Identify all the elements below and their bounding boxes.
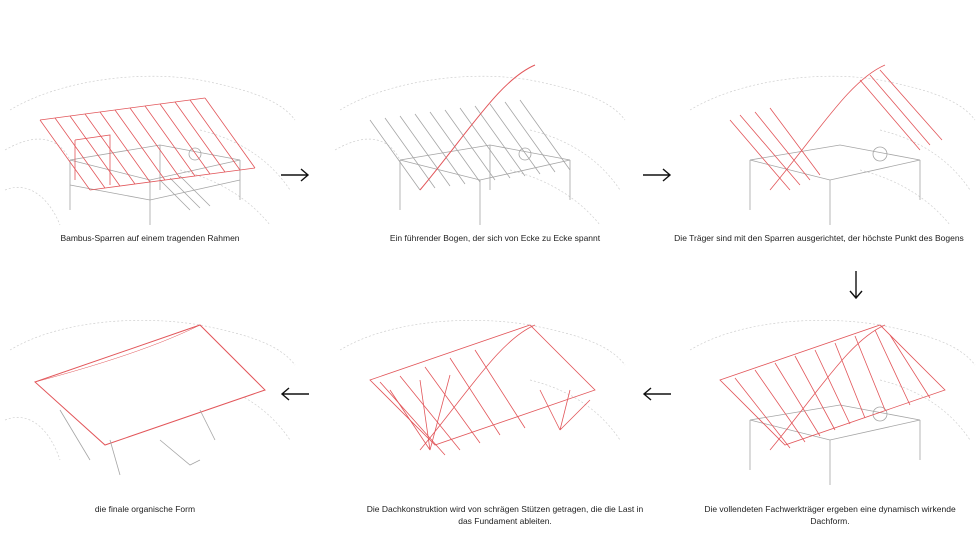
trusses bbox=[729, 64, 943, 191]
step-1-caption: Bambus-Sparren auf einem tragenden Rahme… bbox=[60, 233, 240, 243]
step-5-caption: Die Dachkonstruktion wird von schrägen S… bbox=[366, 504, 644, 526]
terrain-contours bbox=[339, 320, 626, 441]
frame-structure bbox=[749, 404, 921, 485]
step-3-caption: Die Träger sind mit den Sparren ausgeric… bbox=[674, 233, 964, 243]
step-1-diagram bbox=[0, 50, 300, 290]
arrow-right-icon bbox=[280, 168, 310, 187]
trusses-and-inclined-supports bbox=[369, 324, 596, 456]
arrow-left-icon bbox=[642, 387, 672, 406]
step-5-drawing bbox=[339, 320, 626, 456]
step-2-drawing bbox=[334, 64, 626, 226]
arrow-down-icon bbox=[849, 270, 863, 305]
step-3-drawing bbox=[689, 64, 976, 226]
step-2-caption: Ein führender Bogen, der sich von Ecke z… bbox=[389, 233, 601, 243]
bamboo-rafters bbox=[39, 97, 256, 191]
completed-trusses bbox=[719, 324, 946, 451]
step-2-diagram bbox=[330, 50, 630, 290]
step-4-diagram bbox=[680, 310, 980, 550]
step-6-caption: die finale organische Form bbox=[94, 504, 196, 514]
terrain-contours bbox=[689, 75, 976, 226]
terrain-contours bbox=[689, 320, 976, 441]
step-6-diagram bbox=[0, 310, 300, 550]
step-6-drawing bbox=[4, 320, 296, 476]
step-3-diagram bbox=[680, 50, 980, 290]
frame-structure bbox=[749, 144, 921, 225]
frame-structure bbox=[369, 99, 571, 225]
leading-arch bbox=[419, 64, 536, 191]
frame-structure bbox=[69, 144, 241, 225]
arrow-right-icon bbox=[642, 168, 672, 187]
arrow-left-icon bbox=[280, 387, 310, 406]
organic-roof bbox=[34, 324, 266, 446]
step-1-drawing bbox=[4, 75, 296, 226]
supports bbox=[59, 409, 216, 476]
terrain-contours bbox=[334, 75, 626, 226]
step-4-drawing bbox=[689, 320, 976, 485]
step-4-caption: Die vollendeten Fachwerkträger ergeben e… bbox=[704, 504, 956, 526]
terrain-contours bbox=[4, 75, 296, 226]
step-5-diagram bbox=[330, 310, 630, 550]
